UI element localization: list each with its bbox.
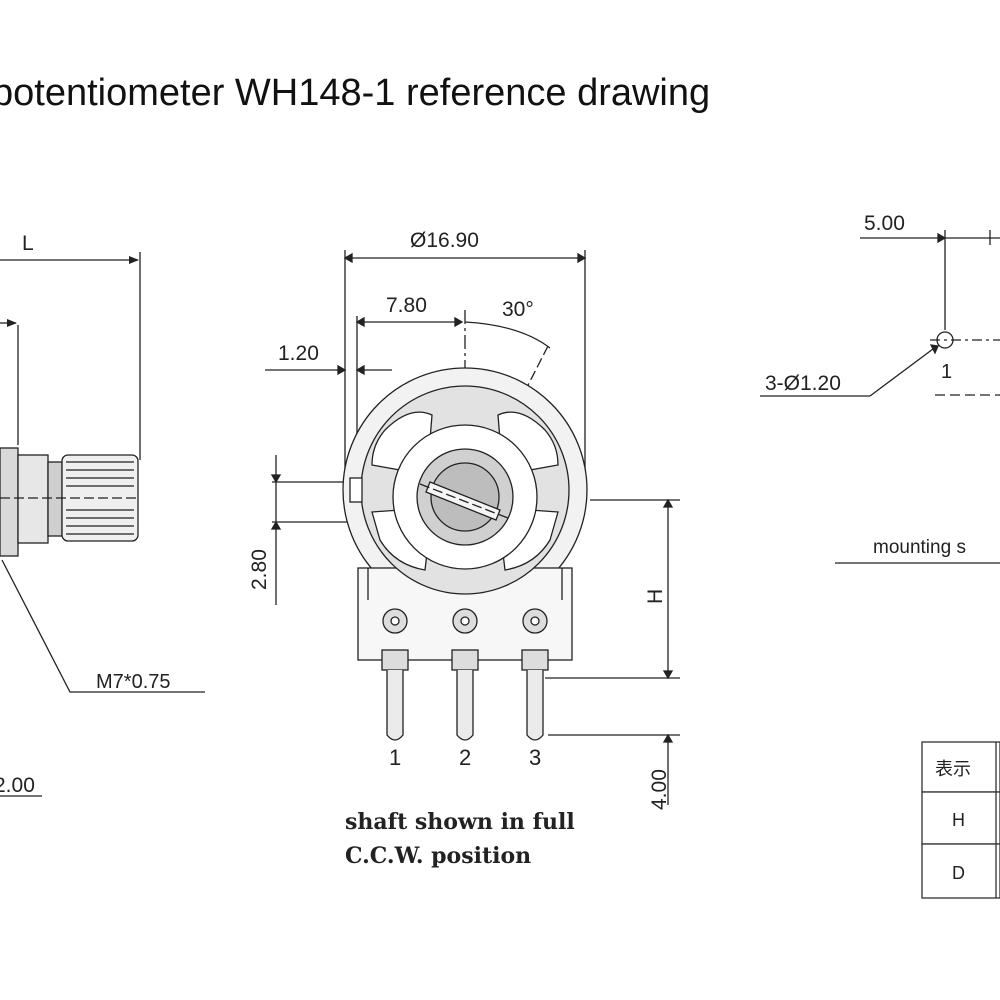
- front-view: [265, 250, 680, 805]
- front-dim-edge: 1.20: [278, 342, 319, 365]
- table-row-h: H: [952, 810, 965, 830]
- front-dim-offset: 7.80: [386, 294, 427, 317]
- front-dim-angle: 30°: [502, 298, 534, 321]
- front-dim-pin-length: 4.00: [648, 769, 671, 810]
- caption-line-1: shaft shown in full: [345, 809, 575, 835]
- pcb-pin-label: 1: [941, 361, 952, 383]
- side-view: [0, 252, 205, 797]
- pin-label-3: 3: [529, 745, 541, 770]
- table-row-d: D: [952, 863, 965, 883]
- side-dim-bottom: 2.00: [0, 774, 35, 797]
- side-dim-length: L: [22, 232, 34, 255]
- table-header: 表示: [935, 759, 971, 779]
- front-dim-height-small: 2.80: [248, 549, 271, 590]
- pin-label-1: 1: [389, 745, 401, 770]
- pcb-mounting-label: mounting s: [873, 537, 966, 558]
- side-thread-label: M7*0.75: [96, 671, 171, 693]
- caption-line-2: C.C.W. position: [345, 843, 531, 869]
- front-dim-height-h: H: [644, 589, 667, 604]
- spec-table: [921, 741, 1000, 899]
- pcb-view: [760, 230, 1000, 564]
- pcb-dim-holes: 3-Ø1.20: [765, 372, 841, 395]
- pin-label-2: 2: [459, 745, 471, 770]
- drawing-title: potentiometer WH148-1 reference drawing: [0, 72, 711, 114]
- front-dim-diameter: Ø16.90: [410, 229, 479, 252]
- pcb-dim-spacing: 5.00: [864, 212, 905, 235]
